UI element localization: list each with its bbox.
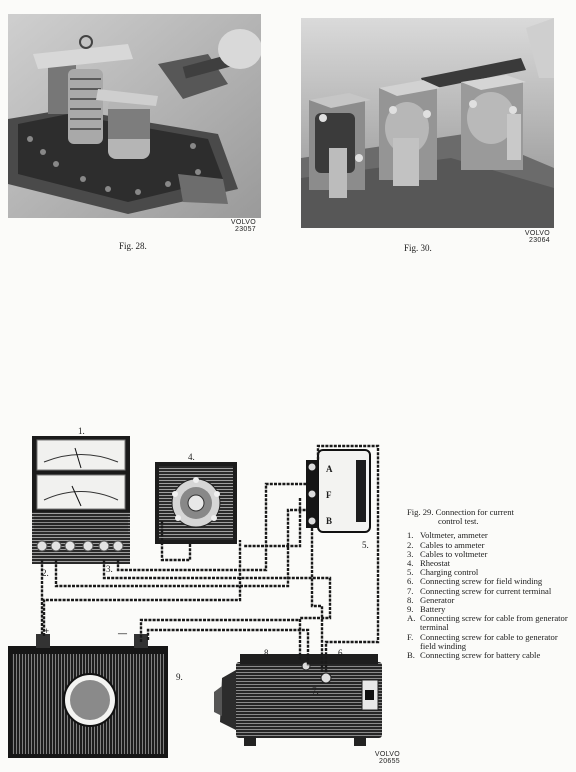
legend-key: 3.: [407, 548, 414, 559]
label-8: 8.: [264, 648, 271, 658]
fig30-mark-number: 23064: [529, 237, 550, 244]
legend-text: Generator: [420, 594, 455, 605]
fig29-volvo-mark: VOLVO 20655: [364, 751, 400, 765]
label-2: 2.: [42, 568, 49, 578]
legend-text: Connecting screw for battery cable: [420, 650, 541, 661]
legend-item: 8. Generator: [407, 594, 569, 605]
fig29-mark-brand: VOLVO: [374, 751, 400, 758]
fig28-mark-brand: VOLVO: [230, 219, 256, 226]
fig30-caption: Fig. 30.: [404, 243, 432, 253]
legend-item: 6. Connecting screw for field winding: [407, 577, 569, 586]
label-1: 1.: [78, 426, 85, 436]
meter-unit: [32, 436, 130, 564]
legend-key: 5.: [407, 567, 414, 578]
label-5: 5.: [362, 540, 369, 550]
legend-item: 5. Charging control: [407, 568, 569, 577]
cables: [40, 444, 380, 672]
fig30-mark-brand: VOLVO: [524, 230, 550, 237]
rheostat: [155, 462, 237, 544]
legend-item: 2. Cables to ammeter: [407, 539, 569, 550]
label-f: F: [326, 490, 332, 500]
legend-key: F.: [407, 631, 414, 642]
fig29-title-line1: Fig. 29. Connection for current: [407, 507, 514, 517]
legend-text: Cables to ammeter: [420, 539, 485, 550]
label-plus: +: [44, 626, 49, 636]
legend-item: A. Connecting screw for cable from genera…: [407, 613, 569, 633]
label-3: 3.: [106, 564, 113, 574]
legend-item: 7. Connecting screw for current terminal: [407, 585, 569, 596]
label-6: 6.: [338, 648, 345, 658]
legend-key: 2.: [407, 539, 414, 550]
label-a: A: [326, 464, 333, 474]
legend-text: Connecting screw for current terminal: [420, 585, 552, 596]
legend-key: 1.: [407, 530, 414, 541]
legend-text: Charging control: [420, 567, 479, 578]
legend-item: 4. Rheostat: [407, 558, 569, 569]
legend-item: 1. Voltmeter, ammeter: [407, 531, 569, 540]
fig29-mark-number: 20655: [379, 758, 400, 765]
legend-text: Connecting screw for field winding: [420, 576, 543, 587]
fig28-volvo-mark: VOLVO 23057: [222, 219, 256, 233]
fig28-caption: Fig. 28.: [119, 241, 147, 251]
legend-text: Voltmeter, ammeter: [420, 530, 488, 541]
legend-key: A.: [407, 613, 416, 624]
fig28-mark-number: 23057: [235, 226, 256, 233]
fig29-title-line2: control test.: [438, 516, 479, 527]
legend-key: 8.: [407, 594, 414, 605]
legend-key: 9.: [407, 604, 414, 615]
legend-key: 7.: [407, 585, 414, 596]
legend-item: B. Connecting screw for battery cable: [407, 650, 569, 661]
label-minus: —: [117, 628, 128, 638]
fig28-photo: [8, 14, 261, 218]
legend-item: 9. Battery: [407, 604, 569, 615]
legend-text: Battery: [420, 604, 446, 615]
legend-item: 3. Cables to voltmeter: [407, 548, 569, 559]
fig29-title: Fig. 29. Connection for current control …: [407, 507, 569, 527]
fig30-photo: [301, 18, 554, 228]
label-b: B: [326, 516, 332, 526]
legend-text: Rheostat: [420, 558, 451, 569]
legend-key: 4.: [407, 558, 414, 569]
legend-text: Cables to voltmeter: [420, 548, 488, 559]
legend-item: F. Connecting screw for cable to generato…: [407, 631, 569, 651]
legend-text: Connecting screw for cable to generator …: [420, 631, 558, 651]
generator: [214, 654, 382, 746]
label-4: 4.: [188, 452, 195, 462]
legend-text: Connecting screw for cable from generato…: [420, 613, 568, 633]
charging-control: [306, 449, 371, 533]
battery: [8, 634, 168, 758]
label-7: 7.: [312, 686, 319, 696]
legend-key: B.: [407, 650, 415, 661]
fig29-legend: Fig. 29. Connection for current control …: [407, 507, 569, 660]
fig30-volvo-mark: VOLVO 23064: [516, 230, 550, 244]
fig29-diagram: 1. 2. 3. 4. 5. 6. 7. 8. 9. A F B + —: [8, 426, 382, 758]
legend-key: 6.: [407, 576, 414, 587]
label-9: 9.: [176, 672, 183, 682]
